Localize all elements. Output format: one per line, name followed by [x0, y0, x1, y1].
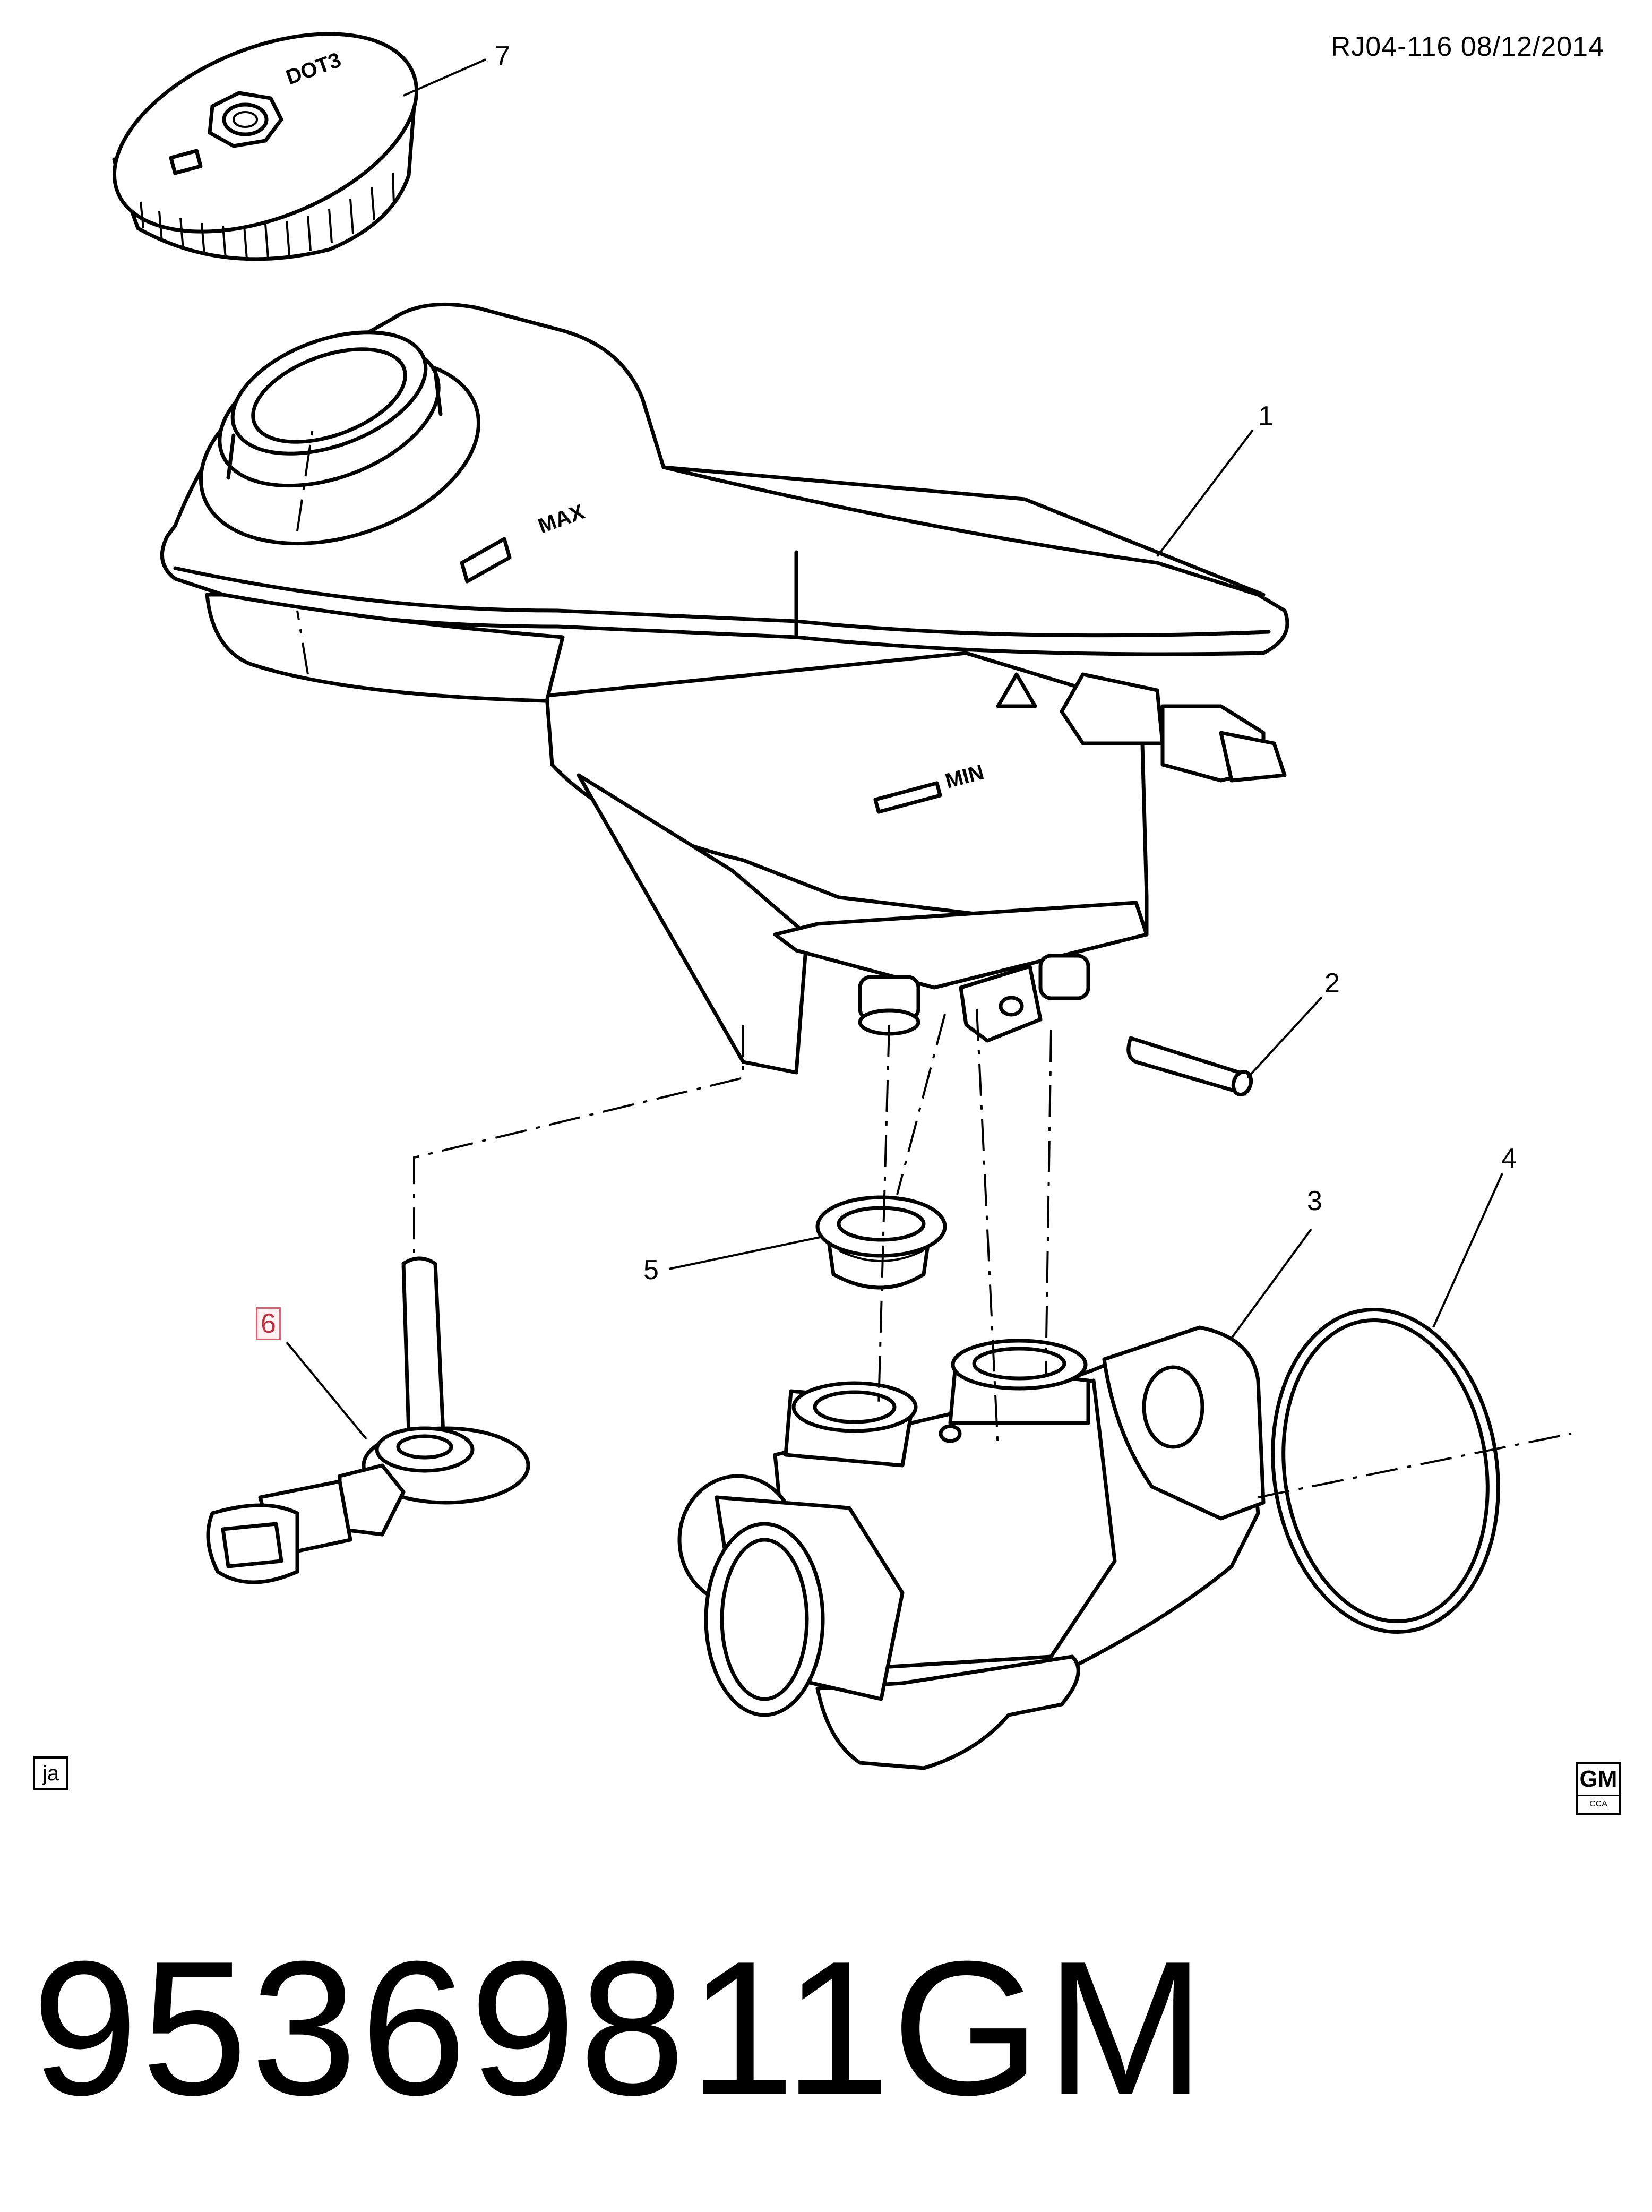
- part-number: 95369811: [32, 1922, 893, 2135]
- brand-name: GM: [892, 1922, 1210, 2135]
- grommet-seal: [815, 1195, 947, 1290]
- logo-main-text: GM: [1579, 1766, 1617, 1792]
- diagram-reference: RJ04-116 08/12/2014: [1330, 31, 1604, 62]
- center-lines: [296, 424, 1572, 1498]
- callout-6-highlighted: 6: [256, 1307, 281, 1340]
- callout-3: 3: [1307, 1186, 1322, 1216]
- fluid-reservoir: MAX MIN: [160, 302, 1289, 1075]
- callout-5: 5: [643, 1255, 659, 1285]
- leader-lines: [286, 58, 1503, 1440]
- logo-sub-text: CCA: [1578, 1795, 1619, 1812]
- gm-cca-logo: GM CCA: [1576, 1762, 1621, 1815]
- callout-1: 1: [1258, 401, 1274, 432]
- master-cylinder: [677, 1325, 1266, 1770]
- callout-2: 2: [1324, 968, 1340, 999]
- fluid-level-sensor: [206, 1256, 530, 1584]
- callout-4: 4: [1501, 1143, 1517, 1174]
- retaining-pin: [1126, 1036, 1253, 1096]
- reservoir-cap: DOT3: [112, 32, 419, 261]
- language-tag: ja: [33, 1756, 69, 1790]
- callout-7: 7: [495, 41, 510, 72]
